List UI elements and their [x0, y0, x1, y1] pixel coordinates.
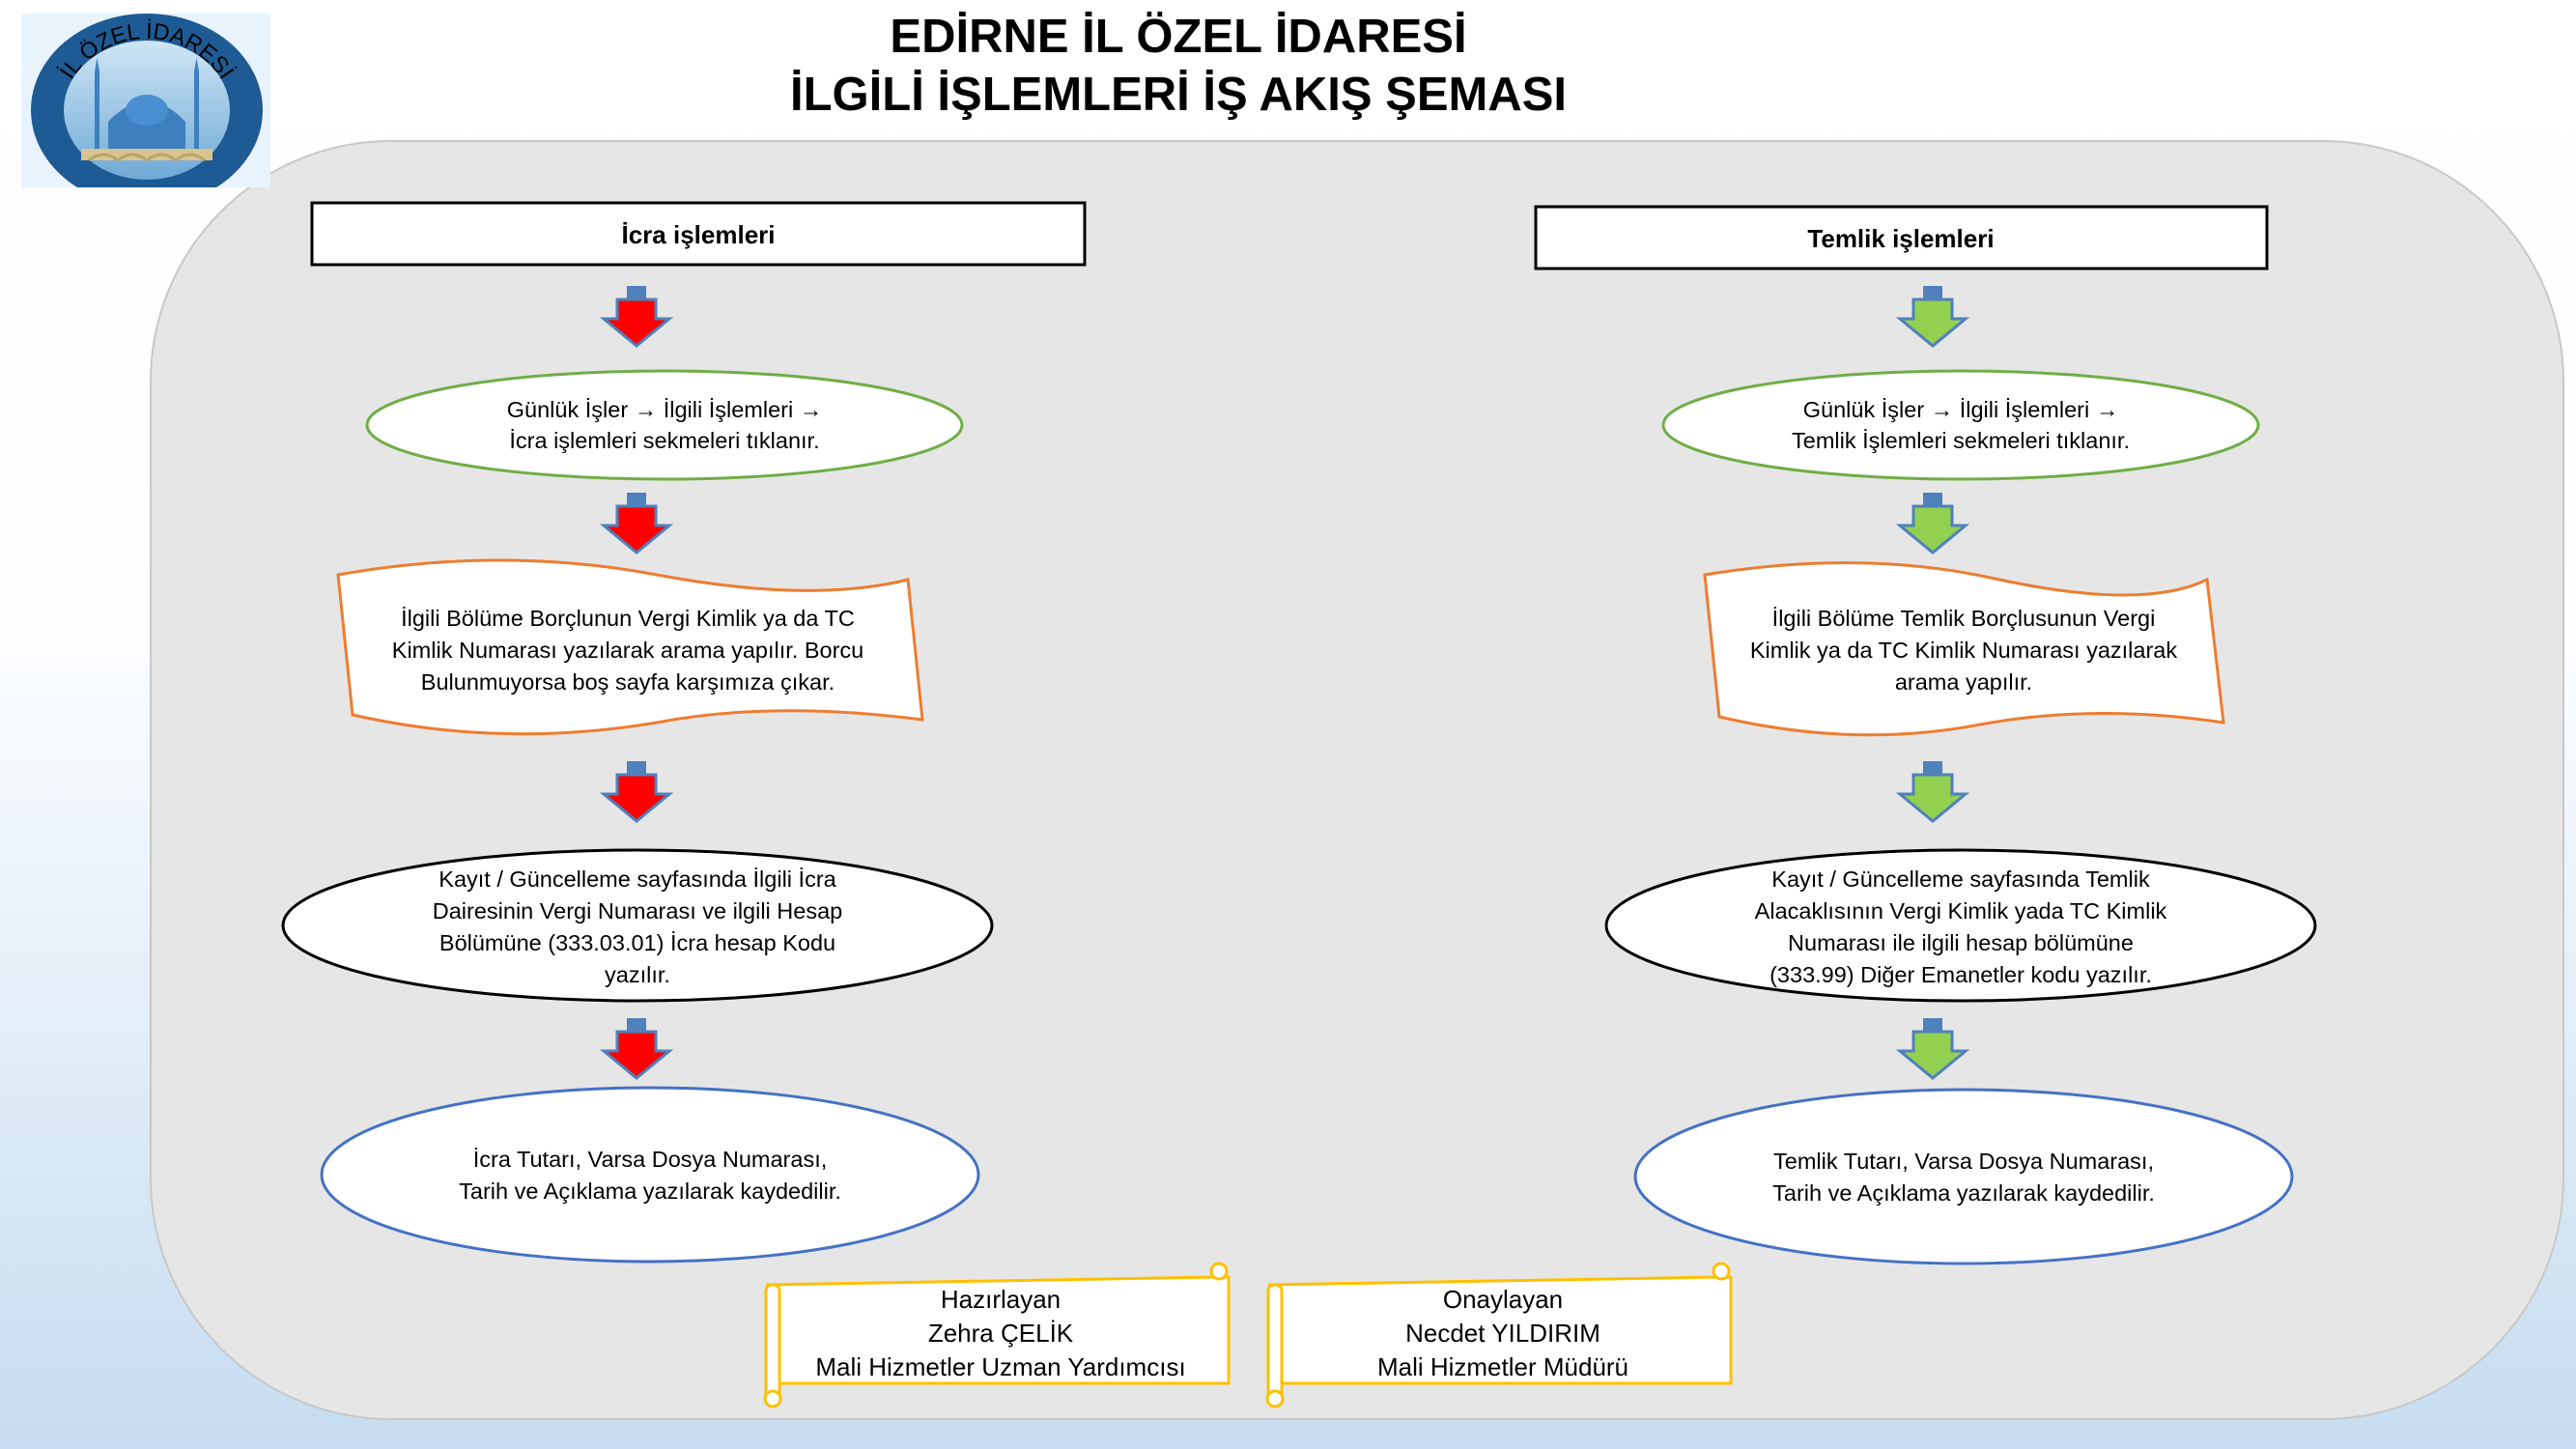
temlik-step3-line3: Numarası ile ilgili hesap bölümüne: [1788, 930, 2134, 955]
prepared-title: Mali Hizmetler Uzman Yardımcısı: [815, 1352, 1185, 1381]
title-line-1: EDİRNE İL ÖZEL İDARESİ: [890, 11, 1467, 63]
icra-step1-line1: Günlük İşler → İlgili İşlemleri →: [507, 397, 822, 422]
icra-step3-line1: Kayıt / Güncelleme sayfasında İlgili İcr…: [439, 867, 836, 892]
temlik-step3-line1: Kayıt / Güncelleme sayfasında Temlik: [1771, 867, 2150, 892]
icra-header-box: [310, 201, 1087, 267]
temlik-step4-ellipse: [1633, 1088, 2294, 1265]
left-arrow-3: [602, 759, 671, 823]
temlik-step4-line1: Temlik Tutarı, Varsa Dosya Numarası,: [1773, 1149, 2154, 1174]
temlik-step1-ellipse: [1661, 369, 2260, 481]
page-title: EDİRNE İL ÖZEL İDARESİ İLGİLİ İŞLEMLERİ …: [676, 8, 1681, 124]
icra-header-label: İcra işlemleri: [622, 220, 776, 249]
icra-step2-wave: [336, 558, 924, 736]
temlik-step2-line1: İlgili Bölüme Temlik Borçlusunun Vergi: [1772, 606, 2156, 631]
left-arrow-2: [602, 491, 671, 554]
approved-title: Mali Hizmetler Müdürü: [1377, 1352, 1628, 1381]
temlik-step1-line1: Günlük İşler → İlgili İşlemleri →: [1803, 397, 2118, 422]
icra-step2-line2: Kimlik Numarası yazılarak arama yapılır.…: [392, 638, 863, 663]
icra-step4-ellipse: [320, 1086, 980, 1264]
icra-step3-line3: Bölümüne (333.03.01) İcra hesap Kodu: [439, 930, 835, 955]
icra-step1-ellipse: [365, 369, 964, 481]
approved-name: Necdet YILDIRIM: [1405, 1319, 1600, 1348]
icra-step4-line1: İcra Tutarı, Varsa Dosya Numarası,: [473, 1147, 828, 1172]
temlik-step3-ellipse: [1604, 848, 2317, 1003]
prepared-role: Hazırlayan: [941, 1285, 1061, 1314]
edirne-logo: İL ÖZEL İDARESİ: [21, 14, 270, 187]
temlik-step2-line3: arama yapılır.: [1895, 669, 2032, 695]
approved-role: Onaylayan: [1443, 1285, 1563, 1314]
temlik-step2-wave: [1703, 561, 2225, 737]
left-arrow-1: [602, 284, 671, 348]
icra-step2-line3: Bulunmuyorsa boş sayfa karşımıza çıkar.: [421, 669, 835, 695]
icra-step3-line2: Dairesinin Vergi Numarası ve ilgili Hesa…: [433, 898, 842, 923]
icra-step3-line4: yazılır.: [605, 962, 670, 987]
temlik-header-label: Temlik işlemleri: [1807, 224, 1994, 253]
temlik-step1-line2: Temlik İşlemleri sekmeleri tıklanır.: [1792, 428, 2130, 453]
temlik-step2-line2: Kimlik ya da TC Kimlik Numarası yazılara…: [1750, 638, 2178, 663]
approved-by-scroll: [1265, 1262, 1733, 1408]
temlik-header-box: [1534, 205, 2269, 270]
right-arrow-4: [1898, 1016, 1967, 1080]
icra-step4-line2: Tarih ve Açıklama yazılarak kaydedilir.: [459, 1179, 841, 1204]
temlik-step4-line2: Tarih ve Açıklama yazılarak kaydedilir.: [1772, 1180, 2155, 1206]
temlik-step3-line4: (333.99) Diğer Emanetler kodu yazılır.: [1769, 962, 2152, 987]
prepared-by-scroll: [763, 1262, 1231, 1408]
left-arrow-4: [602, 1016, 671, 1080]
right-arrow-1: [1898, 284, 1967, 348]
title-line-2: İLGİLİ İŞLEMLERİ İŞ AKIŞ ŞEMASI: [789, 69, 1568, 121]
icra-step2-line1: İlgili Bölüme Borçlunun Vergi Kimlik ya …: [401, 606, 855, 631]
right-arrow-2: [1898, 491, 1967, 554]
temlik-step3-line2: Alacaklısının Vergi Kimlik yada TC Kimli…: [1755, 898, 2167, 923]
icra-step1-line2: İcra işlemleri sekmeleri tıklanır.: [509, 428, 819, 453]
right-arrow-3: [1898, 759, 1967, 823]
icra-step3-ellipse: [281, 848, 994, 1003]
prepared-name: Zehra ÇELİK: [928, 1319, 1074, 1348]
